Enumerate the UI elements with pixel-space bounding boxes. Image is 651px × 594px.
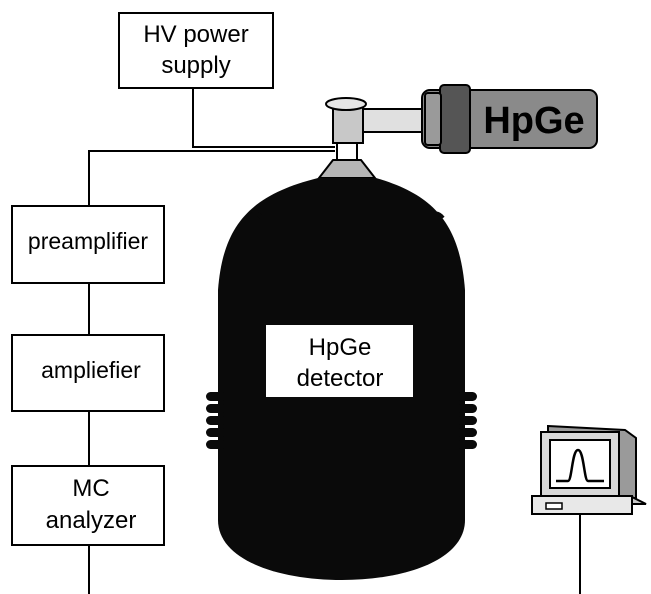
dewar: HpGe detector [206,178,477,580]
hpge-housing-collar [439,84,471,154]
computer-monitor-icon [531,424,647,515]
mc-analyzer-label-line2: analyzer [46,507,137,534]
dewar-neck-flange [316,159,378,179]
dewar-handle-right [428,211,445,220]
detector-label-panel [266,325,413,397]
dewar-ribs-right [457,392,477,449]
preamplifier-box: preamplifier [11,205,165,284]
preamplifier-label: preamplifier [28,228,148,254]
signal-peak-icon [556,448,604,483]
detector-label-line2: detector [297,365,384,392]
cryostat-head-top [325,97,367,111]
dewar-handle-left [247,211,264,220]
mc-analyzer-box: MC analyzer [11,465,165,546]
hv-power-supply-box: HV power supply [118,12,274,89]
hpge-cryostat-assembly: HpGe [316,84,598,179]
dewar-neck [336,142,358,161]
wire-hv-to-cryostat [192,88,335,148]
wire-cryostat-to-preamplifier [88,150,335,206]
hv-power-supply-label-line1: HV power [143,21,248,48]
dewar-ribs-left [206,392,226,449]
amplifier-label: ampliefier [41,357,141,383]
cold-finger-arm [359,108,429,133]
connection-wires [88,88,581,594]
detector-label-line1: HpGe [309,334,372,361]
mc-analyzer-label-line1: MC [72,475,109,502]
hpge-housing-cap [424,92,442,146]
disk-drive-slot [545,502,563,510]
amplifier-box: ampliefier [11,334,165,412]
hpge-housing-label: HpGe [483,100,584,142]
hv-power-supply-label-line2: supply [161,52,230,79]
